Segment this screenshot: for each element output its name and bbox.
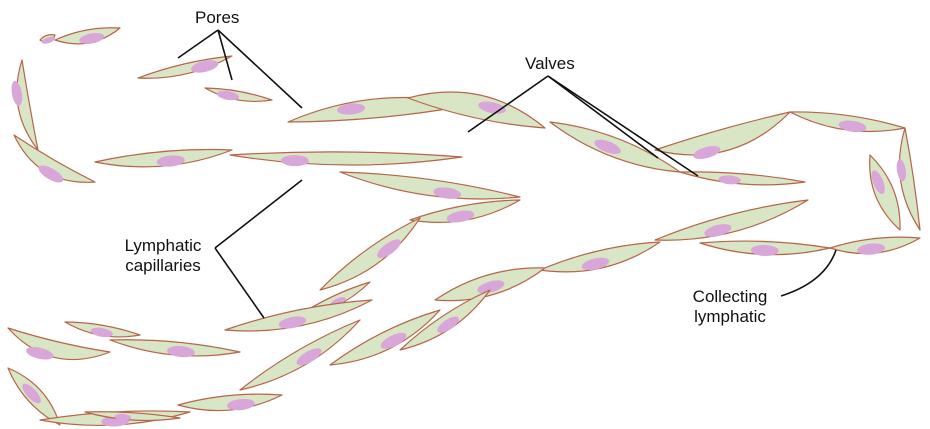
endothelial-cell	[830, 237, 920, 256]
endothelial-cell	[14, 135, 95, 186]
endothelial-cell	[178, 394, 282, 411]
endothelial-cell	[55, 28, 120, 46]
endothelial-cell	[340, 172, 520, 200]
label-collecting-lymphatic-line1: Collecting	[682, 287, 778, 307]
endothelial-cell	[435, 268, 545, 301]
endothelial-cells	[8, 28, 920, 427]
endothelial-cell	[655, 112, 790, 162]
endothelial-cell	[655, 200, 808, 240]
cell-membrane	[655, 200, 808, 240]
cell-membrane	[870, 155, 900, 230]
endothelial-cell	[65, 322, 140, 339]
endothelial-cell	[869, 155, 900, 230]
cell-membrane	[340, 172, 520, 199]
endothelial-cell	[700, 241, 830, 256]
endothelial-cell	[110, 340, 240, 359]
label-lymphatic-capillaries-line1: Lymphatic	[108, 236, 218, 256]
endothelial-cell	[8, 368, 60, 425]
endothelial-cell	[790, 112, 905, 134]
endothelial-cell	[550, 122, 680, 172]
collecting-lymphatic-leader	[781, 250, 836, 296]
pores-leader-1	[178, 30, 218, 58]
endothelial-cell	[95, 150, 232, 168]
endothelial-cell	[680, 172, 805, 185]
lymphatic-capillaries-leader-1	[215, 180, 302, 248]
endothelial-cell	[205, 88, 272, 102]
cell-membrane	[655, 112, 790, 155]
label-lymphatic-capillaries-line2: capillaries	[108, 256, 218, 276]
endothelial-cell	[138, 56, 232, 78]
endothelial-cell	[320, 218, 420, 290]
cell-membrane	[205, 88, 272, 101]
endothelial-cell	[540, 242, 660, 272]
cell-membrane	[320, 218, 420, 290]
label-pores: Pores	[195, 8, 239, 28]
endothelial-cell	[40, 35, 56, 45]
cell-membrane	[230, 152, 462, 165]
cell-membrane	[680, 172, 805, 185]
cell-membrane	[138, 56, 232, 78]
label-lymphatic-capillaries: Lymphatic capillaries	[108, 236, 218, 276]
label-collecting-lymphatic-line2: lymphatic	[682, 307, 778, 327]
lymphatic-capillaries-leader-2	[215, 248, 264, 318]
endothelial-cell	[410, 200, 520, 224]
label-collecting-lymphatic: Collecting lymphatic	[682, 287, 778, 327]
endothelial-cell	[10, 60, 38, 150]
endothelial-cell	[230, 152, 462, 166]
label-valves: Valves	[525, 54, 575, 74]
